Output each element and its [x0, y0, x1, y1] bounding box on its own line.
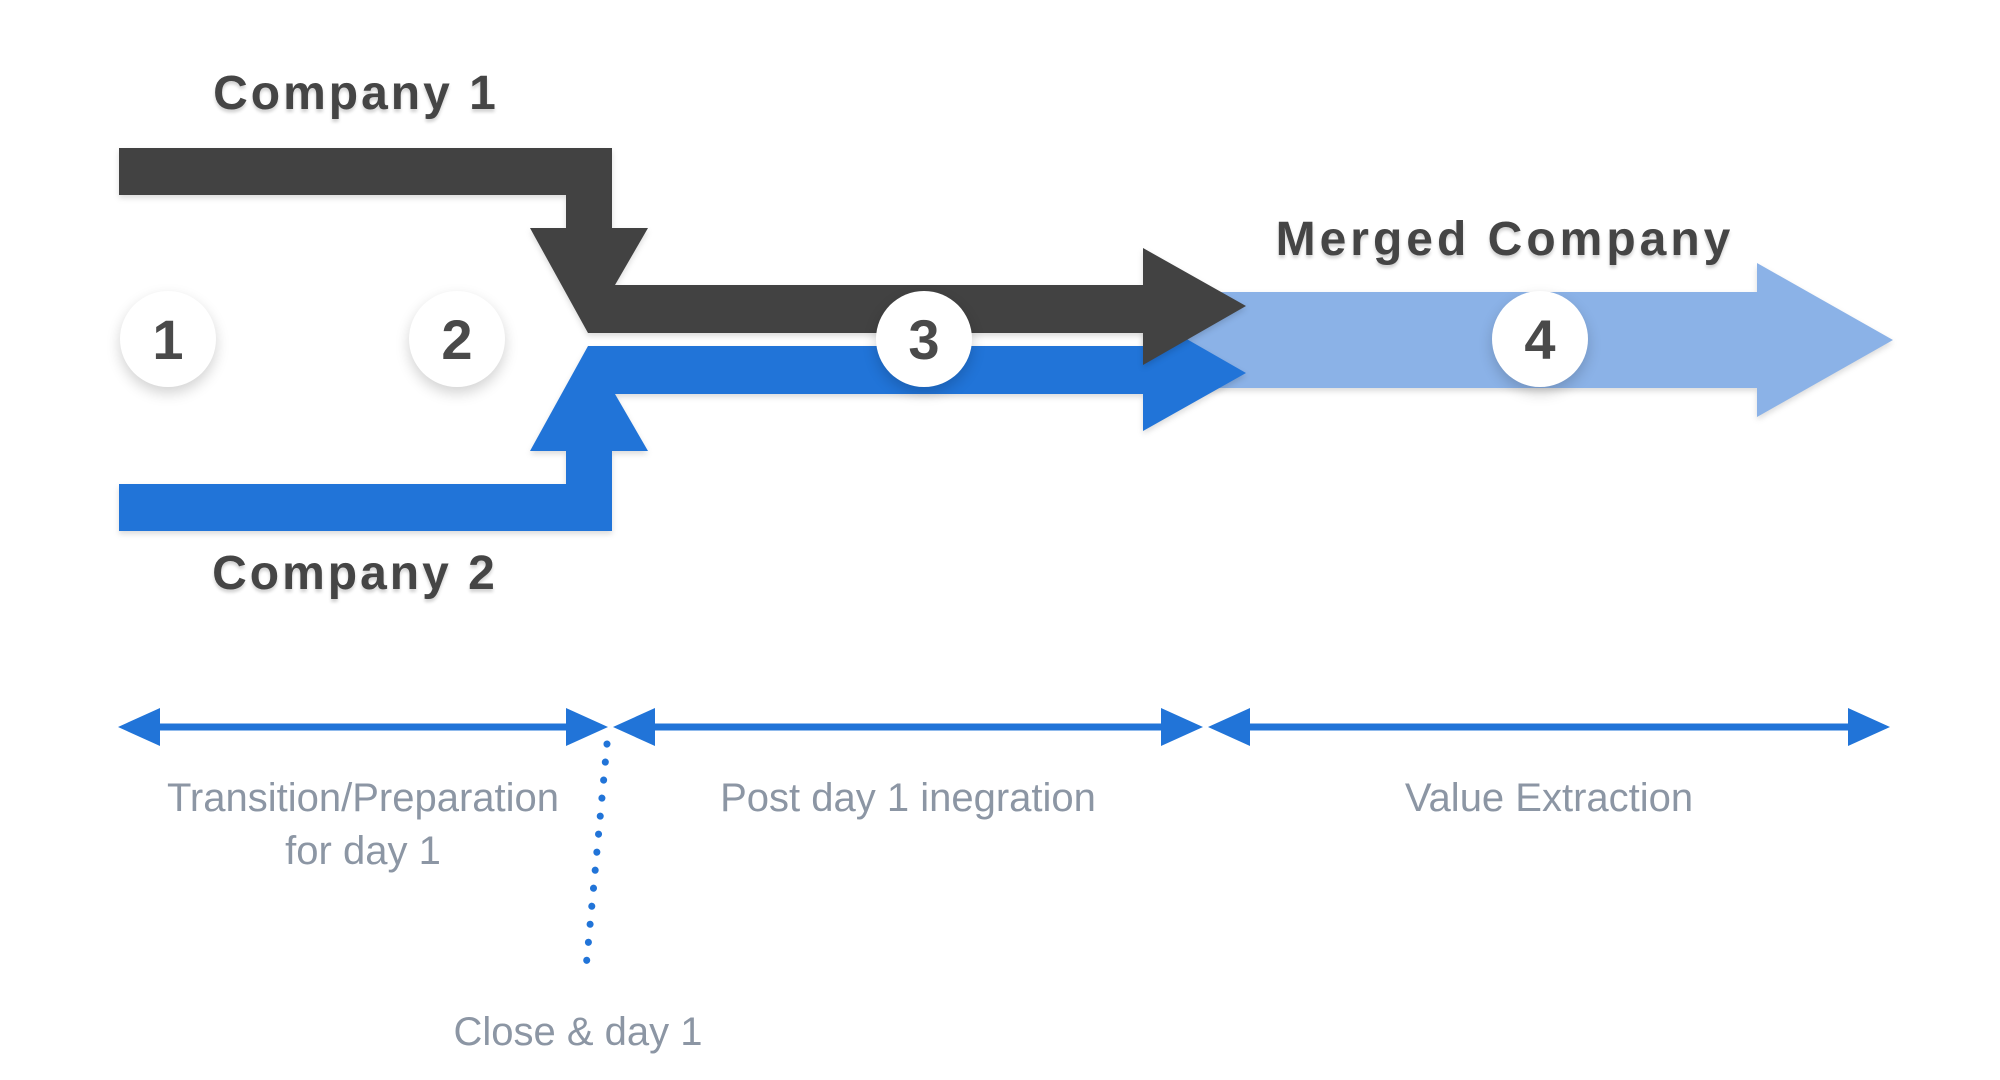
step-circle-3: 3 — [876, 291, 972, 387]
phase-label-line2: for day 1 — [285, 828, 441, 873]
timeline-arrowhead — [1848, 708, 1890, 746]
step-number-1: 1 — [152, 307, 184, 371]
milestone-label: Close & day 1 — [453, 1010, 703, 1054]
phase-label-transition: Transition/Preparation for day 1 — [98, 772, 628, 878]
step-number-4: 4 — [1524, 307, 1556, 371]
timeline-arrowhead — [1161, 708, 1203, 746]
step-circle-2: 2 — [409, 291, 505, 387]
company2-title: Company 2 — [212, 547, 498, 600]
timeline-arrowhead — [1208, 708, 1250, 746]
company2-flow-arrow — [119, 314, 1246, 531]
timeline-arrowhead — [566, 708, 608, 746]
step-number-2: 2 — [441, 307, 473, 371]
timeline-arrowhead — [613, 708, 655, 746]
phase-label-value-extraction: Value Extraction — [1208, 772, 1890, 825]
step-circle-4: 4 — [1492, 291, 1588, 387]
timeline-arrowhead — [118, 708, 160, 746]
milestone-dotted-line — [582, 740, 611, 972]
company1-flow-arrow — [119, 148, 1246, 365]
phase-label-line1: Transition/Preparation — [166, 776, 560, 820]
phase-label-post-day1: Post day 1 inegration — [613, 772, 1203, 825]
phase-label-line1: Post day 1 inegration — [720, 776, 1096, 820]
merged-company-title: Merged Company — [1275, 213, 1735, 266]
step-number-3: 3 — [908, 307, 940, 371]
step-circle-1: 1 — [120, 291, 216, 387]
timeline — [118, 708, 1890, 972]
phase-label-line1: Value Extraction — [1404, 776, 1694, 820]
company1-title: Company 1 — [213, 67, 499, 120]
